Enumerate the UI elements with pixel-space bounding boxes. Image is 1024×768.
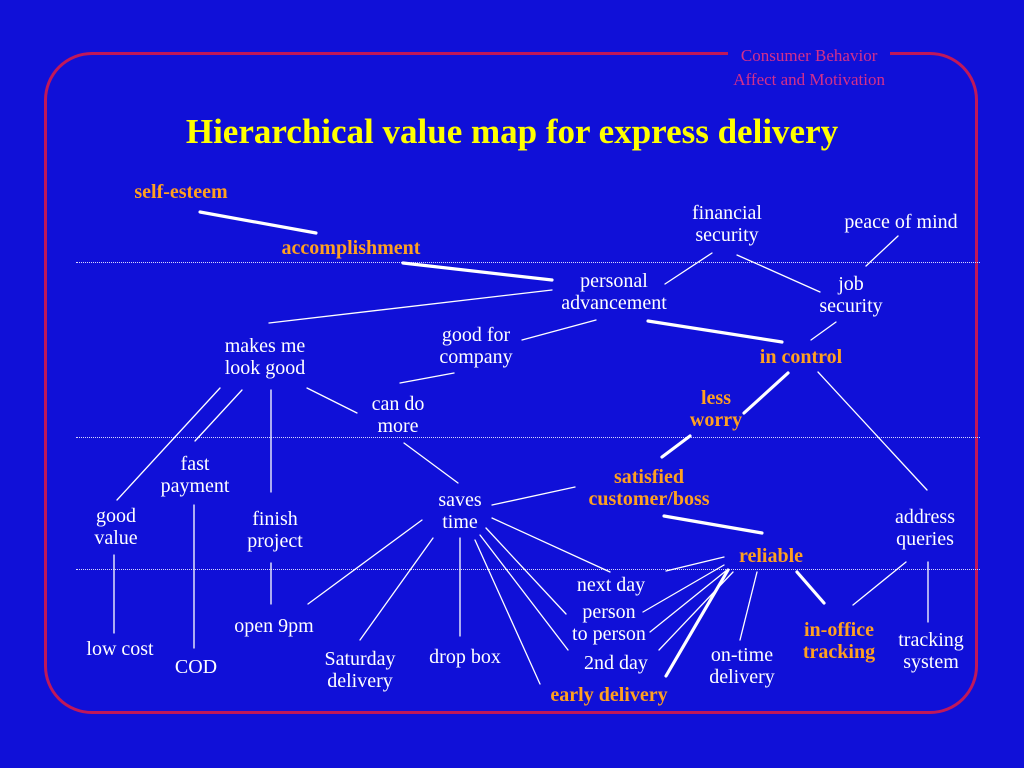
node-makes-me-look-good: makes me look good xyxy=(224,335,306,379)
header-topic: Affect and Motivation xyxy=(733,70,885,89)
level-divider-3 xyxy=(76,569,980,570)
strong-link xyxy=(401,261,554,282)
node-2nd-day: 2nd day xyxy=(584,652,648,674)
link xyxy=(852,561,907,606)
link xyxy=(399,372,455,384)
link xyxy=(359,537,434,641)
node-saturday-delivery: Saturday delivery xyxy=(324,648,396,692)
strong-link xyxy=(646,319,784,344)
link xyxy=(194,389,243,442)
node-can-do-more: can do more xyxy=(371,393,425,437)
level-divider-1 xyxy=(76,262,980,263)
link xyxy=(485,527,567,615)
node-financial-security: financial security xyxy=(692,202,762,246)
link xyxy=(664,252,713,285)
node-job-security: job security xyxy=(819,273,883,317)
link xyxy=(642,564,725,613)
node-finish-project: finish project xyxy=(247,508,303,552)
link xyxy=(403,442,459,484)
node-reliable: reliable xyxy=(738,545,804,567)
node-next-day: next day xyxy=(576,574,646,596)
link xyxy=(491,517,611,573)
link xyxy=(817,371,928,491)
link xyxy=(739,571,758,641)
node-in-office-tracking: in-office tracking xyxy=(802,619,876,663)
link xyxy=(865,235,899,267)
node-early-delivery: early delivery xyxy=(550,684,668,706)
node-low-cost: low cost xyxy=(86,638,154,660)
link xyxy=(810,321,837,341)
level-divider-2 xyxy=(76,437,980,438)
node-satisfied-customer: satisfied customer/boss xyxy=(588,466,710,510)
link xyxy=(491,486,576,506)
node-good-value: good value xyxy=(94,505,138,549)
strong-link xyxy=(660,434,692,459)
strong-link xyxy=(198,210,318,235)
link xyxy=(521,319,597,341)
node-less-worry: less worry xyxy=(689,387,743,431)
node-address-queries: address queries xyxy=(895,506,955,550)
node-fast-payment: fast payment xyxy=(160,453,230,497)
header-course: Consumer Behavior xyxy=(740,46,878,65)
node-accomplishment: accomplishment xyxy=(281,237,421,259)
node-cod: COD xyxy=(174,656,218,678)
node-in-control: in control xyxy=(759,346,843,368)
link xyxy=(665,556,725,572)
strong-link xyxy=(795,570,826,605)
node-peace-of-mind: peace of mind xyxy=(844,211,958,233)
link xyxy=(649,569,728,633)
link xyxy=(474,539,541,685)
node-good-for-company: good for company xyxy=(439,324,513,368)
link xyxy=(268,289,553,324)
slide-title: Hierarchical value map for express deliv… xyxy=(185,112,839,151)
node-person-to-person: person to person xyxy=(572,601,646,645)
node-open-9pm: open 9pm xyxy=(234,615,314,637)
link xyxy=(736,254,821,293)
strong-link xyxy=(664,568,730,678)
node-personal-advancement: personal advancement xyxy=(561,270,667,314)
slide-header: Consumer Behavior Affect and Motivation xyxy=(728,44,890,92)
node-on-time-delivery: on-time delivery xyxy=(709,644,775,688)
strong-link xyxy=(742,371,790,415)
node-self-esteem: self-esteem xyxy=(134,181,228,203)
slide-frame xyxy=(44,52,978,714)
link xyxy=(479,534,569,651)
node-saves-time: saves time xyxy=(438,489,482,533)
link xyxy=(306,387,358,414)
strong-link xyxy=(662,514,764,535)
link xyxy=(116,387,221,501)
node-drop-box: drop box xyxy=(429,646,501,668)
link xyxy=(307,519,423,605)
link xyxy=(658,571,734,651)
node-tracking-system: tracking system xyxy=(898,629,964,673)
